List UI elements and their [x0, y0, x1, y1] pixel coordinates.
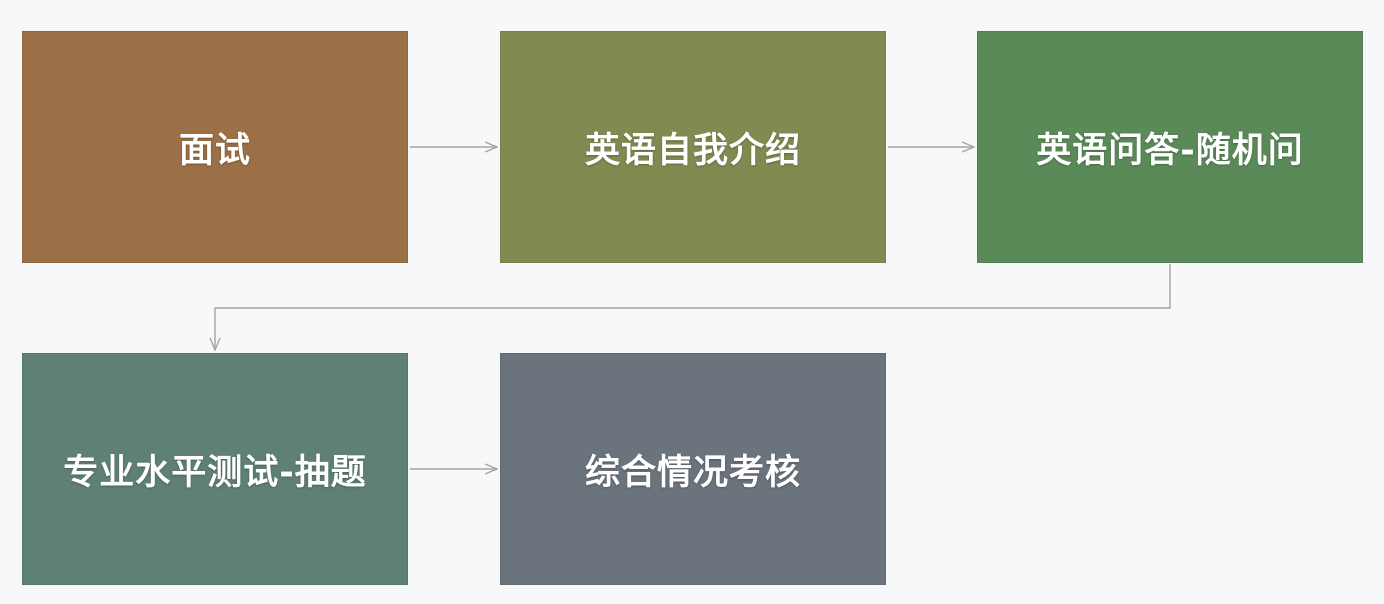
arrow-3-to-4 [215, 264, 1171, 350]
step-english-qa-random: 英语问答-随机问 [977, 31, 1363, 263]
step-interview: 面试 [22, 31, 408, 263]
step-english-self-introduction: 英语自我介绍 [500, 31, 886, 263]
step-overall-assessment-label: 综合情况考核 [584, 452, 801, 493]
step-interview-label: 面试 [178, 130, 251, 171]
step-english-qa-random-label: 英语问答-随机问 [1036, 130, 1304, 171]
step-overall-assessment: 综合情况考核 [500, 353, 886, 585]
step-professional-test-draw: 专业水平测试-抽题 [22, 353, 408, 585]
step-professional-test-draw-label: 专业水平测试-抽题 [63, 452, 367, 493]
step-english-self-introduction-label: 英语自我介绍 [584, 130, 801, 171]
